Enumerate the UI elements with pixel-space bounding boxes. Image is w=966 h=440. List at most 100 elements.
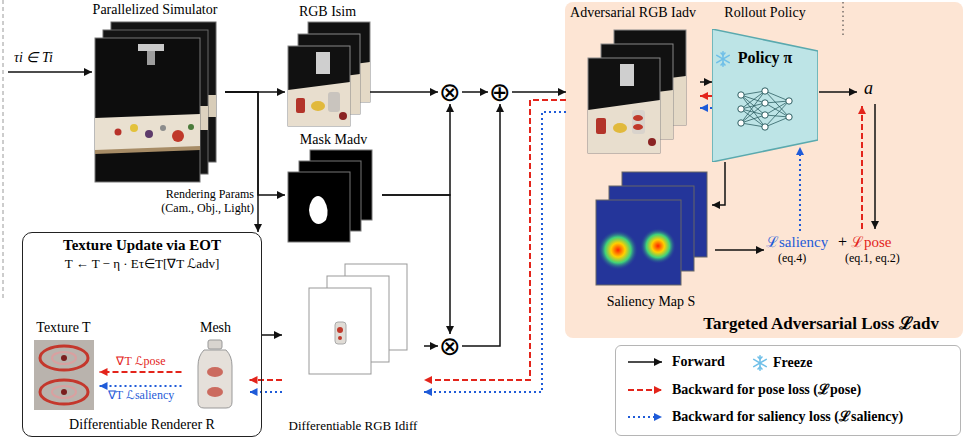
edge-label-holder: ∇T ℒsaliency (100, 389, 182, 403)
edge-label-holder: Rendering Params (Cam., Obj., Light) (144, 188, 254, 216)
simulation-rgb-stack (316, 52, 330, 74)
legend-text: Forward (672, 354, 725, 370)
legend-line-sample (628, 416, 662, 418)
mask-panel: Mask Madv (285, 132, 382, 245)
texture-panel-text: Texture T (36, 320, 90, 336)
label-holder: ℒsaliency (766, 234, 828, 251)
legend-text: Freeze (773, 355, 812, 371)
texture-image (34, 340, 94, 410)
saliency-stack (596, 172, 707, 285)
saliency-to-loss-arrow (715, 249, 764, 251)
adversarial-loss-region-text: Targeted Adversarial Loss ℒadv (703, 314, 939, 334)
simulation-rgb-stack (311, 101, 325, 111)
saliency-stack (596, 200, 681, 285)
pose-backward-arrow (424, 100, 566, 380)
simulator-render-stack (130, 124, 138, 132)
adversarial-rgb-stack (632, 110, 645, 134)
multiply-op-text: ⊗ (439, 334, 461, 358)
add-op: ⊕ (488, 80, 512, 104)
label-holder: + (838, 233, 847, 251)
simulator-render-stack (95, 22, 216, 182)
legend-sample (626, 355, 666, 369)
saliency-backward-arrow (100, 385, 182, 387)
multiply-op: ⊗ (438, 80, 462, 104)
texture-image (52, 386, 76, 398)
multiply-op: ⊗ (438, 334, 462, 358)
mask-stack (288, 172, 350, 242)
adversarial-loss-region: Targeted Adversarial Loss ℒadv Adversaria… (565, 2, 963, 338)
legend-box: Forward FreezeBackward for pose loss (ℒpo… (615, 345, 961, 436)
diff-rgb-panel-text: Differentiable RGB Idiff (289, 419, 418, 434)
edge-label: Rendering Params (Cam., Obj., Light) (144, 188, 254, 216)
adversarial-rgb-stack (596, 118, 606, 134)
forward-arrow (512, 91, 566, 93)
differentiable-rgb-stack (309, 288, 371, 374)
texture-image (40, 380, 88, 404)
label-holder: (eq.4) (778, 252, 806, 266)
sim-rgb-panel: RGB Isim (285, 4, 370, 130)
simulation-rgb-stack (339, 112, 347, 120)
freeze-icon (754, 356, 766, 370)
boundary-line (3, 0, 4, 300)
forward-arrow (712, 162, 725, 205)
saliency-backward-arrow (799, 147, 801, 231)
label-holder: ℒpose (851, 234, 892, 251)
simulator-render-stack (188, 124, 194, 130)
legend-line-sample (628, 361, 662, 363)
legend-sample (751, 354, 769, 372)
policy-network: Rollout PolicyPolicy π (712, 5, 818, 162)
simulator-render-stack (95, 38, 200, 182)
texture-image (61, 355, 67, 361)
differentiable-rgb-stack (309, 264, 407, 374)
mesh-image (198, 340, 232, 408)
mesh-image (208, 340, 222, 349)
loss-term: ℒsaliency (766, 234, 828, 251)
legend-line-sample (628, 389, 662, 391)
differentiable-rgb-stack (338, 336, 342, 340)
legend-text: Backward for saliency loss (ℒsaliency) (672, 409, 903, 425)
simulation-rgb-stack (328, 92, 340, 112)
texture-update-box-text: T ← T − η · Eτ∈T[∇T ℒadv] (65, 257, 220, 272)
mesh-panel-text: Mesh (200, 320, 231, 336)
edge-label-holder: ∇T ℒpose (100, 355, 182, 369)
adversarial-rgb-stack (588, 30, 686, 153)
forward-arrow (370, 91, 438, 93)
policy-network-text: Policy π (738, 49, 793, 67)
adversarial-rgb-stack (633, 124, 643, 130)
forward-arrow (382, 195, 450, 334)
label-holder: (eq.1, eq.2) (845, 252, 900, 266)
freeze-icon (717, 52, 729, 66)
simulator-render-stack (145, 130, 153, 138)
simulator-render-stack (95, 146, 200, 154)
mesh-panel: Mesh (182, 320, 250, 412)
texture-update-box: Texture Update via EOTT ← T − η · Eτ∈T[∇… (22, 232, 262, 437)
add-op-text: ⊕ (489, 80, 511, 104)
forward-arrow (225, 92, 285, 195)
adversarial-rgb-stack (588, 58, 660, 153)
simulator-render-stack (95, 114, 200, 152)
policy-trapezoid (712, 29, 818, 162)
plus-sign: + (838, 233, 847, 251)
edge-label: ∇T ℒpose (100, 355, 182, 369)
equation-ref: (eq.4) (778, 252, 806, 266)
simulation-rgb-stack (288, 22, 370, 126)
texture-image (61, 389, 67, 395)
action-arrow (819, 91, 857, 93)
simulation-rgb-stack (288, 82, 350, 126)
legend-sample (626, 410, 666, 424)
legend-item: Backward for pose loss (ℒpose) (626, 382, 861, 398)
saliency-panel: Saliency Map S (590, 170, 712, 312)
saliency-stack (598, 230, 638, 270)
adv-rgb-panel-text: Adversarial RGB Iadv (570, 5, 696, 21)
loss-term: ℒpose (851, 234, 892, 251)
legend-item: Backward for saliency loss (ℒsaliency) (626, 409, 903, 425)
policy-trapezoid (712, 29, 818, 162)
adversarial-rgb-stack (648, 138, 656, 146)
texture-panel: Texture T (28, 320, 100, 412)
legend-text: Backward for pose loss (ℒpose) (672, 382, 861, 398)
adversarial-rgb-stack (613, 123, 627, 133)
simulation-rgb-stack (296, 98, 305, 113)
action-label: a (864, 78, 873, 99)
label-holder: a (864, 78, 873, 99)
texture-image (40, 346, 88, 370)
